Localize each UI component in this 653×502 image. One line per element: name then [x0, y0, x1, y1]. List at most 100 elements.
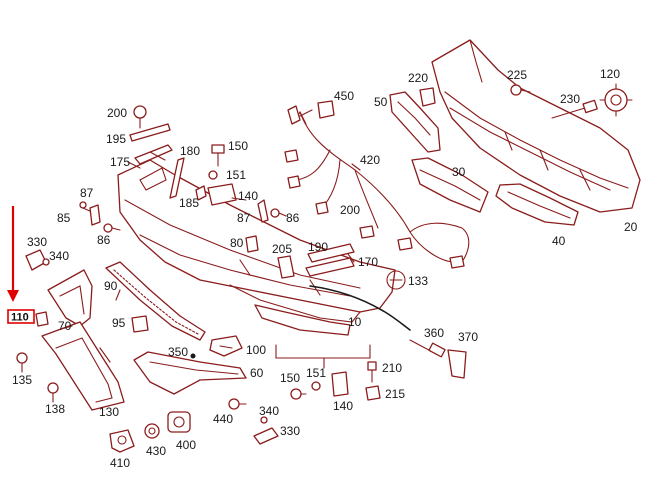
part-185-clip[interactable] — [195, 185, 207, 201]
part-140b-bracket[interactable] — [331, 371, 349, 397]
label-85: 85 — [57, 211, 71, 225]
part-225-screw[interactable] — [510, 84, 531, 96]
part-340-clip-center[interactable] — [260, 416, 268, 424]
part-86-sensor[interactable] — [103, 223, 121, 233]
label-195: 195 — [106, 132, 126, 146]
part-133-cable[interactable] — [309, 285, 411, 331]
label-150: 150 — [228, 139, 248, 153]
part-350-clip[interactable] — [190, 353, 196, 359]
leader-lines — [57, 109, 361, 363]
part-400-sensor[interactable] — [167, 411, 191, 433]
label-410: 410 — [110, 456, 130, 470]
part-360-antenna[interactable] — [409, 339, 446, 358]
part-410-sensor[interactable] — [109, 429, 135, 453]
part-85-sensor-holder[interactable] — [89, 204, 101, 226]
part-86b-sensor[interactable] — [270, 208, 287, 218]
label-60: 60 — [250, 366, 264, 380]
label-430: 430 — [146, 444, 166, 458]
part-180-strip[interactable] — [169, 157, 185, 199]
label-170: 170 — [358, 255, 378, 269]
part-80-cap[interactable] — [245, 235, 259, 253]
label-205: 205 — [272, 242, 292, 256]
label-138: 138 — [45, 402, 65, 416]
label-50: 50 — [374, 95, 388, 109]
label-350: 350 — [168, 345, 188, 359]
label-360: 360 — [424, 326, 444, 340]
label-87: 87 — [80, 186, 94, 200]
part-420-wiring-harness[interactable] — [284, 105, 470, 269]
part-10-bracket-lines — [275, 344, 371, 369]
part-450-sensor[interactable] — [317, 100, 335, 119]
label-330b: 330 — [280, 424, 300, 438]
part-330-cover-center[interactable] — [253, 427, 279, 445]
label-400: 400 — [176, 438, 196, 452]
part-170-bracket[interactable] — [305, 257, 355, 277]
label-80: 80 — [230, 236, 244, 250]
label-200: 200 — [107, 106, 127, 120]
part-90-grille[interactable] — [105, 261, 206, 341]
part-175-bracket[interactable] — [134, 144, 173, 165]
part-87b-clip[interactable] — [257, 199, 269, 223]
label-120: 120 — [600, 67, 620, 81]
highlight-label-110: 110 — [11, 312, 29, 324]
label-230: 230 — [560, 92, 580, 106]
part-70-side-bracket[interactable] — [47, 269, 93, 327]
label-133: 133 — [408, 274, 428, 288]
part-210-bolt[interactable] — [367, 361, 377, 383]
part-215-clip[interactable] — [365, 385, 381, 401]
part-60-lower-trim[interactable] — [133, 351, 247, 395]
part-370-bracket[interactable] — [447, 349, 467, 379]
label-151: 151 — [226, 168, 246, 182]
label-30: 30 — [452, 165, 466, 179]
part-200-screw[interactable] — [133, 105, 147, 129]
part-30-absorber[interactable] — [411, 157, 489, 213]
label-190: 190 — [308, 240, 328, 254]
part-430-ring[interactable] — [144, 423, 160, 439]
label-200b: 200 — [340, 203, 360, 217]
part-150-bolt[interactable] — [211, 144, 225, 167]
highlight-part-110[interactable]: 110 — [7, 309, 49, 327]
part-440-clip[interactable] — [228, 398, 247, 410]
part-205-clip[interactable] — [277, 255, 295, 279]
part-230-bolt[interactable] — [551, 99, 598, 119]
label-340: 340 — [49, 249, 69, 263]
part-220-clip[interactable] — [419, 87, 436, 107]
part-138-screw[interactable] — [47, 382, 59, 403]
label-140b: 140 — [333, 399, 353, 413]
label-220: 220 — [408, 71, 428, 85]
label-175: 175 — [110, 155, 130, 169]
label-87b: 87 — [237, 211, 251, 225]
part-120-gear[interactable] — [599, 83, 633, 117]
part-151b-nut[interactable] — [311, 381, 321, 391]
label-70: 70 — [58, 319, 72, 333]
part-340-clip-left[interactable] — [42, 258, 50, 266]
label-90: 90 — [104, 279, 118, 293]
label-330: 330 — [27, 235, 47, 249]
part-87-clip[interactable] — [79, 201, 93, 213]
label-130: 130 — [99, 405, 119, 419]
label-135: 135 — [12, 373, 32, 387]
part-190-bracket[interactable] — [307, 243, 355, 263]
part-labels: 200 195 175 180 150 151 185 140 87 85 86… — [12, 67, 638, 470]
part-140-bracket[interactable] — [207, 183, 237, 206]
label-40: 40 — [552, 234, 566, 248]
label-185: 185 — [179, 196, 199, 210]
part-133-icon — [386, 270, 406, 290]
label-95: 95 — [112, 316, 126, 330]
part-95-clip[interactable] — [131, 315, 149, 333]
label-86b: 86 — [286, 211, 300, 225]
part-100-cover[interactable] — [209, 335, 243, 357]
label-440: 440 — [213, 412, 233, 426]
label-20: 20 — [624, 220, 638, 234]
part-151-nut[interactable] — [208, 170, 218, 180]
label-10: 10 — [348, 315, 362, 329]
part-150b-bolt[interactable] — [290, 388, 307, 400]
label-215: 215 — [385, 387, 405, 401]
part-130-license-plate-bracket[interactable] — [41, 321, 125, 411]
part-50-bracket[interactable] — [389, 91, 441, 153]
part-195-clip[interactable] — [129, 123, 171, 142]
bumper-carrier-part[interactable] — [431, 39, 641, 213]
label-210: 210 — [382, 361, 402, 375]
part-135-screw[interactable] — [16, 352, 28, 373]
